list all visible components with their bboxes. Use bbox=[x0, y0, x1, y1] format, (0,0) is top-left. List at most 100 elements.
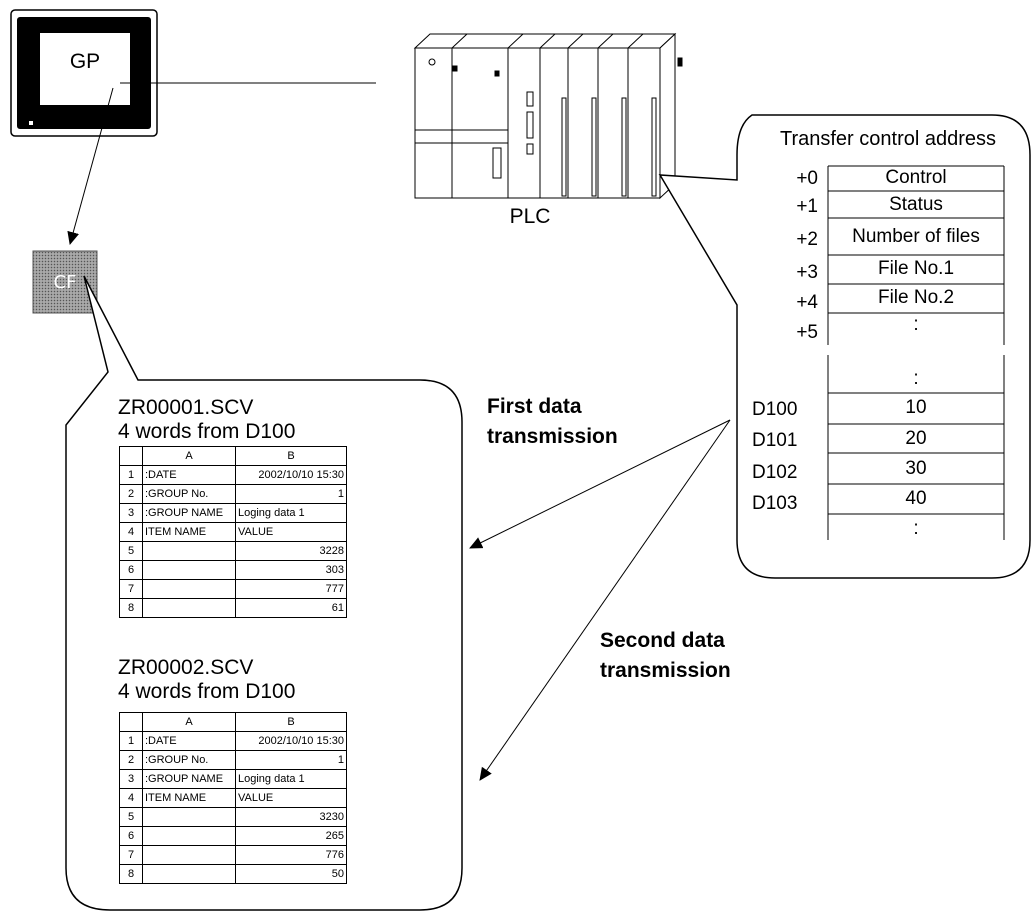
file-1-description: 4 words from D100 bbox=[118, 420, 296, 443]
plc-label: PLC bbox=[509, 205, 551, 228]
cell-b: 776 bbox=[235, 845, 347, 865]
field-file-no-1: File No.1 bbox=[877, 258, 955, 279]
cell-a bbox=[142, 579, 236, 599]
cell-a bbox=[142, 807, 236, 827]
cell-a: :DATE bbox=[142, 465, 236, 485]
cell-b: VALUE bbox=[235, 522, 347, 542]
table-row: 8 50 bbox=[119, 864, 347, 884]
row-number: 6 bbox=[119, 560, 143, 580]
cell-a bbox=[142, 598, 236, 618]
row-number: 7 bbox=[119, 579, 143, 599]
table-row: 7 776 bbox=[119, 845, 347, 865]
row-number: 4 bbox=[119, 522, 143, 542]
gp-display bbox=[10, 9, 158, 137]
field-status: Status bbox=[889, 194, 943, 215]
sheet-header-row: A B bbox=[119, 712, 347, 732]
register-d100: D100 bbox=[752, 399, 798, 420]
table-row: 6 303 bbox=[119, 560, 347, 580]
cell-b: 2002/10/10 15:30 bbox=[235, 731, 347, 751]
field-file-no-2: File No.2 bbox=[877, 287, 955, 308]
cell-a: :GROUP NAME bbox=[142, 503, 236, 523]
cell-b: 1 bbox=[235, 750, 347, 770]
file-2-description: 4 words from D100 bbox=[118, 680, 296, 703]
transfer-callout bbox=[658, 114, 1031, 579]
cell-a bbox=[142, 826, 236, 846]
cell-a bbox=[142, 541, 236, 561]
cell-b: 777 bbox=[235, 579, 347, 599]
cell-a: :DATE bbox=[142, 731, 236, 751]
row-number: 2 bbox=[119, 484, 143, 504]
register-d103: D103 bbox=[752, 493, 798, 514]
row-number: 5 bbox=[119, 807, 143, 827]
table-row: 6 265 bbox=[119, 826, 347, 846]
value-d101: 20 bbox=[905, 428, 927, 449]
cell-a: ITEM NAME bbox=[142, 788, 236, 808]
cell-b: 265 bbox=[235, 826, 347, 846]
row-number: 7 bbox=[119, 845, 143, 865]
offset-4: +4 bbox=[796, 292, 818, 313]
cell-a bbox=[142, 864, 236, 884]
field-ellipsis: : bbox=[913, 368, 919, 389]
row-number: 3 bbox=[119, 769, 143, 789]
offset-1: +1 bbox=[796, 196, 818, 217]
second-transmission-arrow bbox=[479, 419, 731, 781]
row-number: 1 bbox=[119, 465, 143, 485]
file-2-name: ZR00002.SCV bbox=[118, 656, 254, 679]
plc-rack bbox=[413, 32, 683, 200]
offset-2: +2 bbox=[796, 229, 818, 250]
cell-b: 50 bbox=[235, 864, 347, 884]
row-number: 4 bbox=[119, 788, 143, 808]
transfer-title: Transfer control address bbox=[779, 128, 996, 150]
column-b-header: B bbox=[235, 712, 347, 732]
field-tail: : bbox=[913, 518, 919, 539]
first-transmission-arrow bbox=[469, 419, 731, 549]
row-number: 8 bbox=[119, 598, 143, 618]
register-d101: D101 bbox=[752, 430, 798, 451]
sheet-header-row: A B bbox=[119, 446, 347, 466]
cell-a: ITEM NAME bbox=[142, 522, 236, 542]
cell-a bbox=[142, 845, 236, 865]
row-number: 8 bbox=[119, 864, 143, 884]
cell-b: 3228 bbox=[235, 541, 347, 561]
sheet-corner bbox=[119, 712, 143, 732]
row-number: 6 bbox=[119, 826, 143, 846]
cell-b: Loging data 1 bbox=[235, 503, 347, 523]
cell-b: 303 bbox=[235, 560, 347, 580]
row-number: 1 bbox=[119, 731, 143, 751]
sheet-corner bbox=[119, 446, 143, 466]
offset-3: +3 bbox=[796, 262, 818, 283]
cell-a bbox=[142, 560, 236, 580]
value-d100: 10 bbox=[905, 397, 927, 418]
register-d102: D102 bbox=[752, 462, 798, 483]
cell-a: :GROUP No. bbox=[142, 484, 236, 504]
gp-label: GP bbox=[69, 50, 101, 73]
value-d103: 40 bbox=[905, 488, 927, 509]
row-number: 3 bbox=[119, 503, 143, 523]
value-d102: 30 bbox=[905, 458, 927, 479]
cf-label: CF bbox=[53, 272, 77, 293]
cell-b: 1 bbox=[235, 484, 347, 504]
cell-a: :GROUP No. bbox=[142, 750, 236, 770]
row-number: 2 bbox=[119, 750, 143, 770]
column-a-header: A bbox=[142, 712, 236, 732]
table-row: 2:GROUP No.1 bbox=[119, 484, 347, 504]
cell-b: 3230 bbox=[235, 807, 347, 827]
column-a-header: A bbox=[142, 446, 236, 466]
table-row: 2:GROUP No.1 bbox=[119, 750, 347, 770]
field-continuation: : bbox=[913, 314, 919, 335]
cell-b: VALUE bbox=[235, 788, 347, 808]
first-transmission-label: First data transmission bbox=[487, 395, 618, 448]
field-number-of-files: Number of files bbox=[852, 226, 980, 247]
file-1-name: ZR00001.SCV bbox=[118, 396, 254, 419]
cell-b: Loging data 1 bbox=[235, 769, 347, 789]
